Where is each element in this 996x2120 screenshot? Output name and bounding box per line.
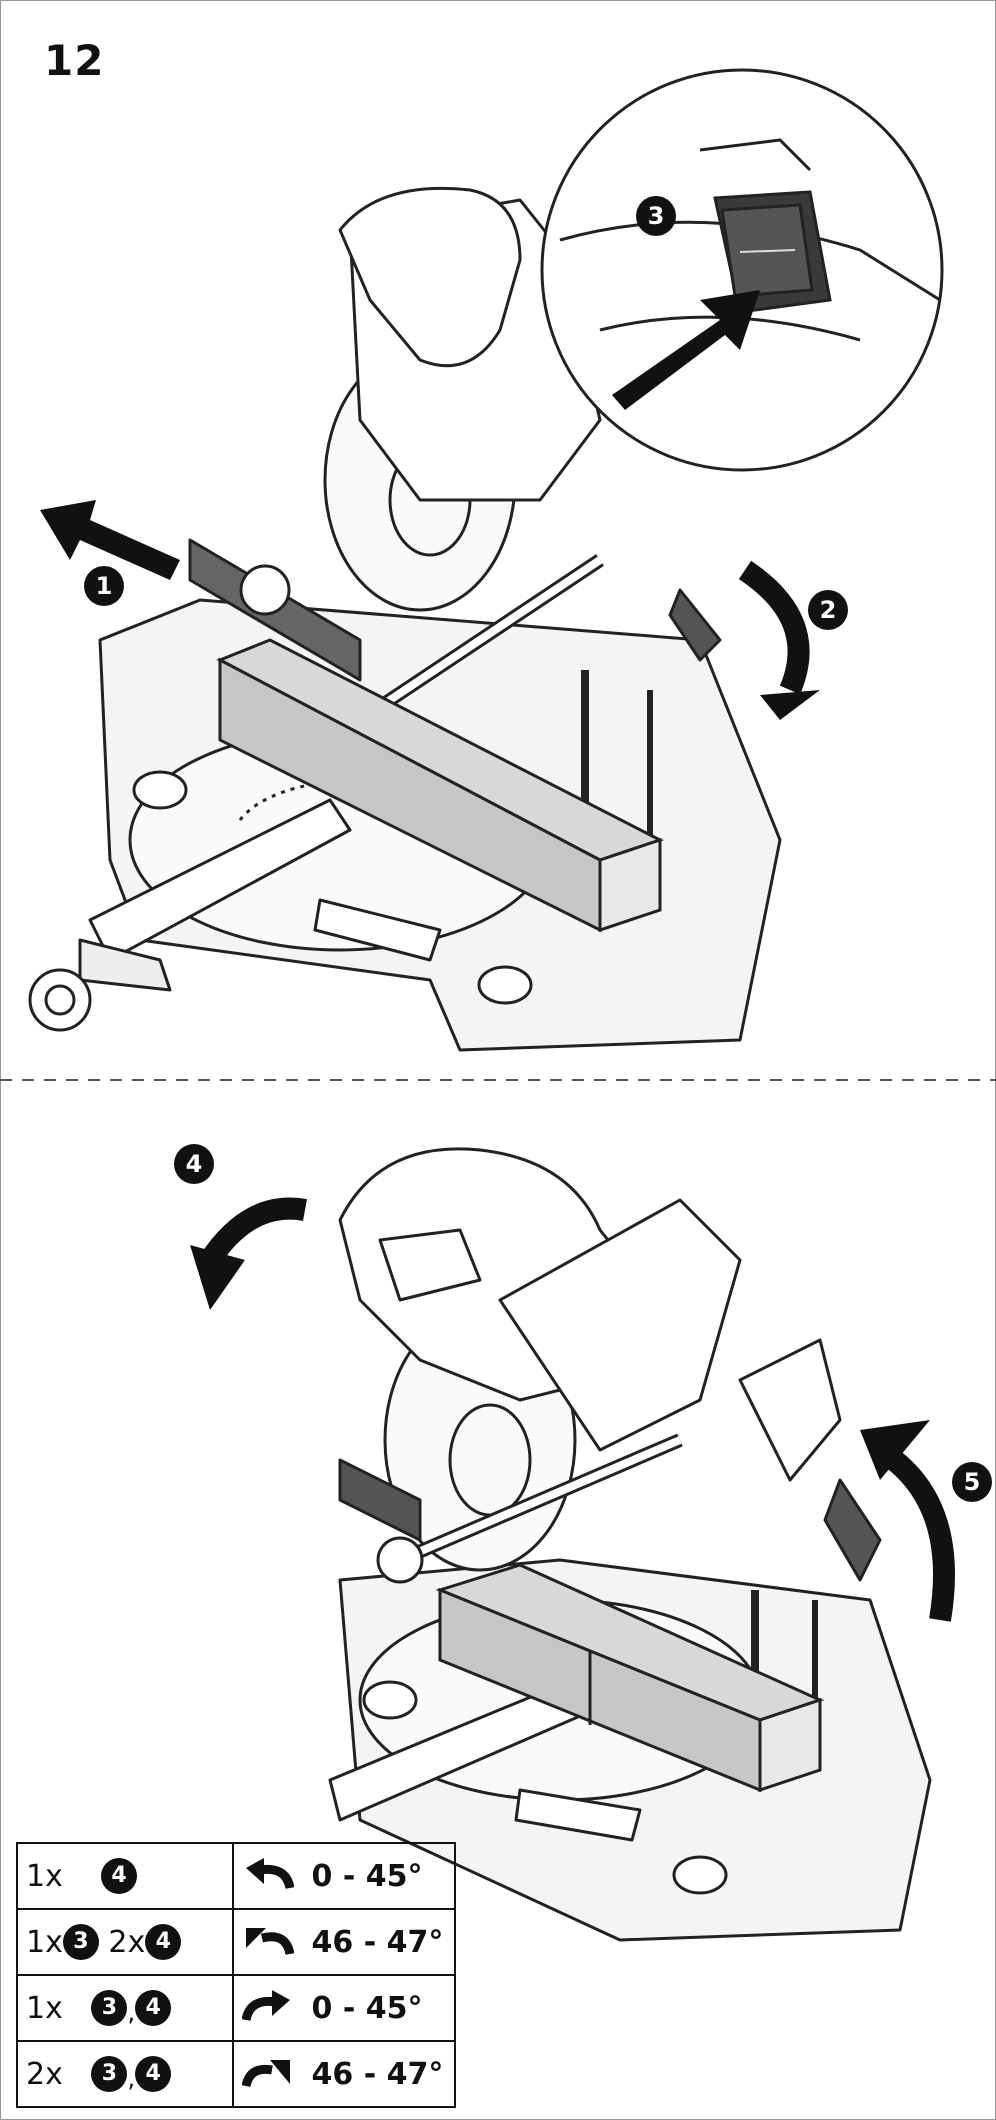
callout-2: 2 [808,590,848,630]
callout-1: 1 [84,566,124,606]
count-label: 1x [26,1990,63,2026]
detail-zoom-circle [540,68,944,472]
item-badge: 4 [145,1924,182,1961]
workpiece-top [216,638,664,933]
callout-3: 3 [636,196,676,236]
count-label: 2x [108,1924,146,1960]
miter-saw-bottom [328,1147,932,1942]
pull-arrow [40,500,180,580]
rotate-arrow-5 [873,1440,955,1622]
item-badge: 3 [62,1924,99,1961]
count-label: 1x [26,1858,63,1894]
workpiece-bottom [435,1563,825,1793]
angle-range: 46 - 47° [311,1924,444,1960]
item-badge: 4 [135,2056,172,2093]
legend-row: 1x 4 0 - 45° [16,1842,456,1910]
legend-row: 1x 3,4 0 - 45° [16,1974,456,2042]
legend-count-cell: 1x 4 [16,1842,234,1910]
legend-row: 2x 3,4 46 - 47° [16,2040,456,2108]
legend-angle-cell: 46 - 47° [232,1908,456,1976]
callout-4: 4 [174,1144,214,1184]
rotate-right-extended-arrow-icon [242,2060,290,2088]
legend-angle-cell: 46 - 47° [232,2040,456,2108]
legend-count-cell: 2x 3,4 [16,2040,234,2108]
callout-5: 5 [952,1462,992,1502]
step-number: 12 [44,36,105,85]
count-label: 1x [26,1924,63,1960]
count-label: 2x [26,2056,63,2092]
angle-range: 46 - 47° [311,2056,444,2092]
item-badge: 4 [135,1990,172,2027]
legend-angle-cell: 0 - 45° [232,1974,456,2042]
legend-angle-cell: 0 - 45° [232,1842,456,1910]
rotate-left-extended-arrow-icon [246,1928,294,1956]
rotate-arrow-4 [200,1197,307,1267]
legend-count-cell: 1x 3,4 [16,1974,234,2042]
item-badge: 3 [91,2056,128,2093]
rotate-right-arrow-icon [242,1990,290,2022]
rotate-arrow-top [738,560,810,695]
item-badge: 4 [101,1858,137,1895]
push-arrow [612,290,760,410]
rotate-left-arrow-icon [246,1858,294,1890]
angle-range: 0 - 45° [311,1990,423,2026]
angle-range: 0 - 45° [311,1858,423,1894]
item-badge: 3 [91,1990,128,2027]
